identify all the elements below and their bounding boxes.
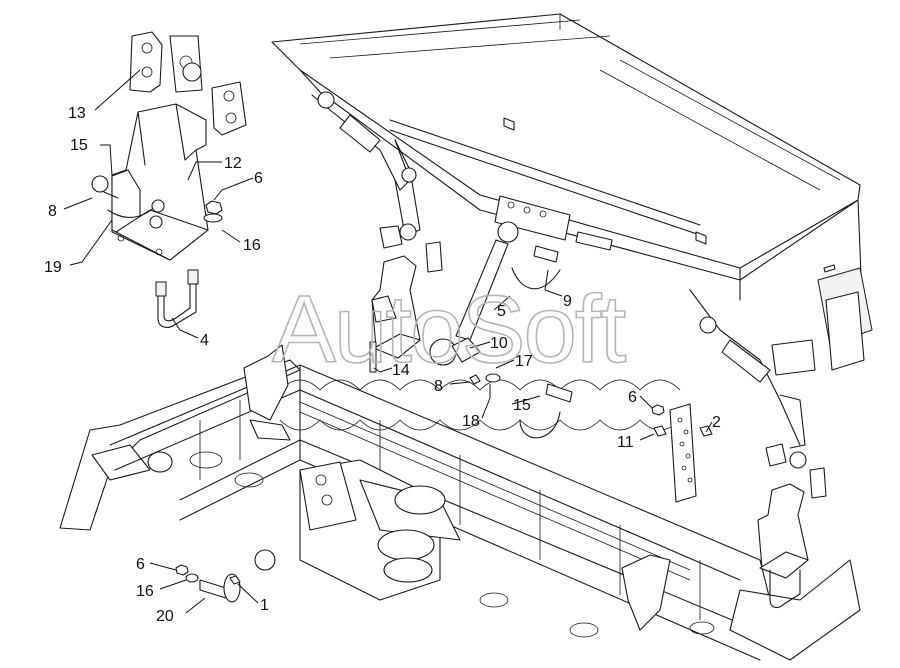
callout-17: 17 (515, 353, 533, 370)
callout-2: 2 (712, 414, 721, 431)
callout-18: 18 (462, 413, 480, 430)
callout-20: 20 (156, 608, 174, 625)
callout-labels: 13 15 12 6 8 16 19 4 9 5 10 14 17 8 15 1… (44, 105, 721, 625)
callout-5: 5 (497, 303, 506, 320)
callout-12: 12 (224, 155, 242, 172)
detail-bottom-left (175, 564, 241, 603)
callout-4: 4 (200, 332, 209, 349)
callout-19: 19 (44, 259, 62, 276)
callout-11: 11 (617, 434, 634, 451)
callout-16b: 16 (136, 583, 154, 600)
detail-center (369, 221, 573, 439)
callout-15: 15 (70, 137, 88, 154)
callout-8: 8 (48, 203, 57, 220)
callout-14: 14 (392, 362, 410, 379)
callout-13: 13 (68, 105, 86, 122)
callout-1: 1 (260, 597, 269, 614)
callout-6b: 6 (628, 389, 637, 406)
callout-6c: 6 (136, 556, 145, 573)
callout-9: 9 (563, 293, 572, 310)
detail-top-left (91, 31, 247, 328)
hopper (271, 13, 873, 449)
callout-10: 10 (490, 335, 508, 352)
callout-6: 6 (254, 170, 263, 187)
leader-lines (63, 69, 713, 614)
callout-15b: 15 (513, 397, 531, 414)
callout-16: 16 (243, 237, 261, 254)
watermark-text: AutoSoft (272, 276, 626, 383)
callout-8b: 8 (434, 378, 443, 395)
detail-right (651, 403, 827, 609)
main-frame (59, 344, 861, 661)
